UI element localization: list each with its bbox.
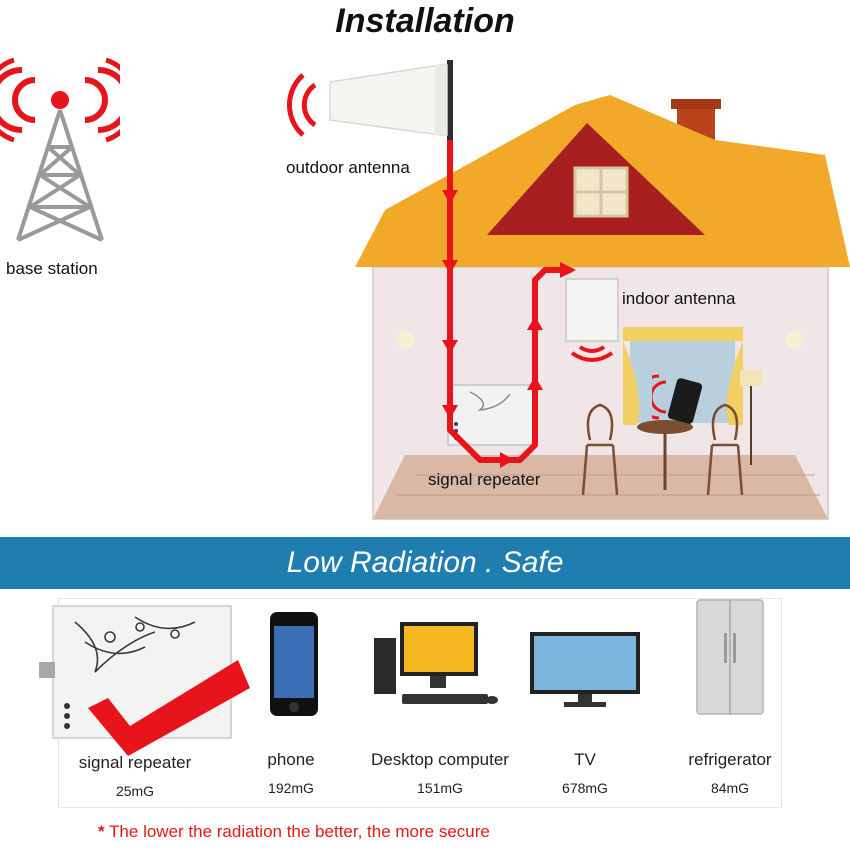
device-name-tv: TV: [574, 750, 596, 769]
signal-repeater-label: signal repeater: [428, 470, 541, 489]
checkmark-icon: [88, 660, 250, 756]
device-name-refrigerator: refrigerator: [688, 750, 772, 769]
yagi-antenna-icon: [287, 60, 453, 170]
panel-antenna-icon: [565, 278, 619, 362]
footnote-star: *: [98, 822, 105, 841]
banner: Low Radiation . Safe: [0, 537, 850, 589]
banner-text: Low Radiation . Safe: [286, 546, 564, 579]
indoor-antenna-label: indoor antenna: [622, 289, 736, 308]
device-value-phone: 192mG: [268, 780, 314, 796]
device-value-repeater: 25mG: [115, 783, 155, 799]
refrigerator-icon: [696, 599, 764, 715]
page-title: Installation: [335, 2, 515, 40]
device-name-desktop: Desktop computer: [371, 750, 509, 769]
phone-device-icon: [270, 612, 318, 716]
outdoor-antenna-label: outdoor antenna: [286, 158, 410, 177]
device-value-tv: 678mG: [562, 780, 608, 796]
signal-path-arrows: [442, 140, 576, 468]
tower-icon: [0, 57, 120, 242]
device-value-desktop: 151mG: [417, 780, 463, 796]
device-value-refrigerator: 84mG: [710, 780, 750, 796]
desktop-icon: [374, 622, 498, 704]
base-station-label: base station: [6, 259, 98, 278]
tv-icon: [530, 632, 640, 707]
device-name-phone: phone: [267, 750, 315, 769]
repeater-icon: [447, 384, 535, 446]
footnote: * The lower the radiation the better, th…: [98, 822, 490, 842]
phone-icon: [652, 374, 703, 424]
device-name-repeater: signal repeater: [78, 753, 192, 772]
footnote-text: The lower the radiation the better, the …: [109, 822, 490, 841]
